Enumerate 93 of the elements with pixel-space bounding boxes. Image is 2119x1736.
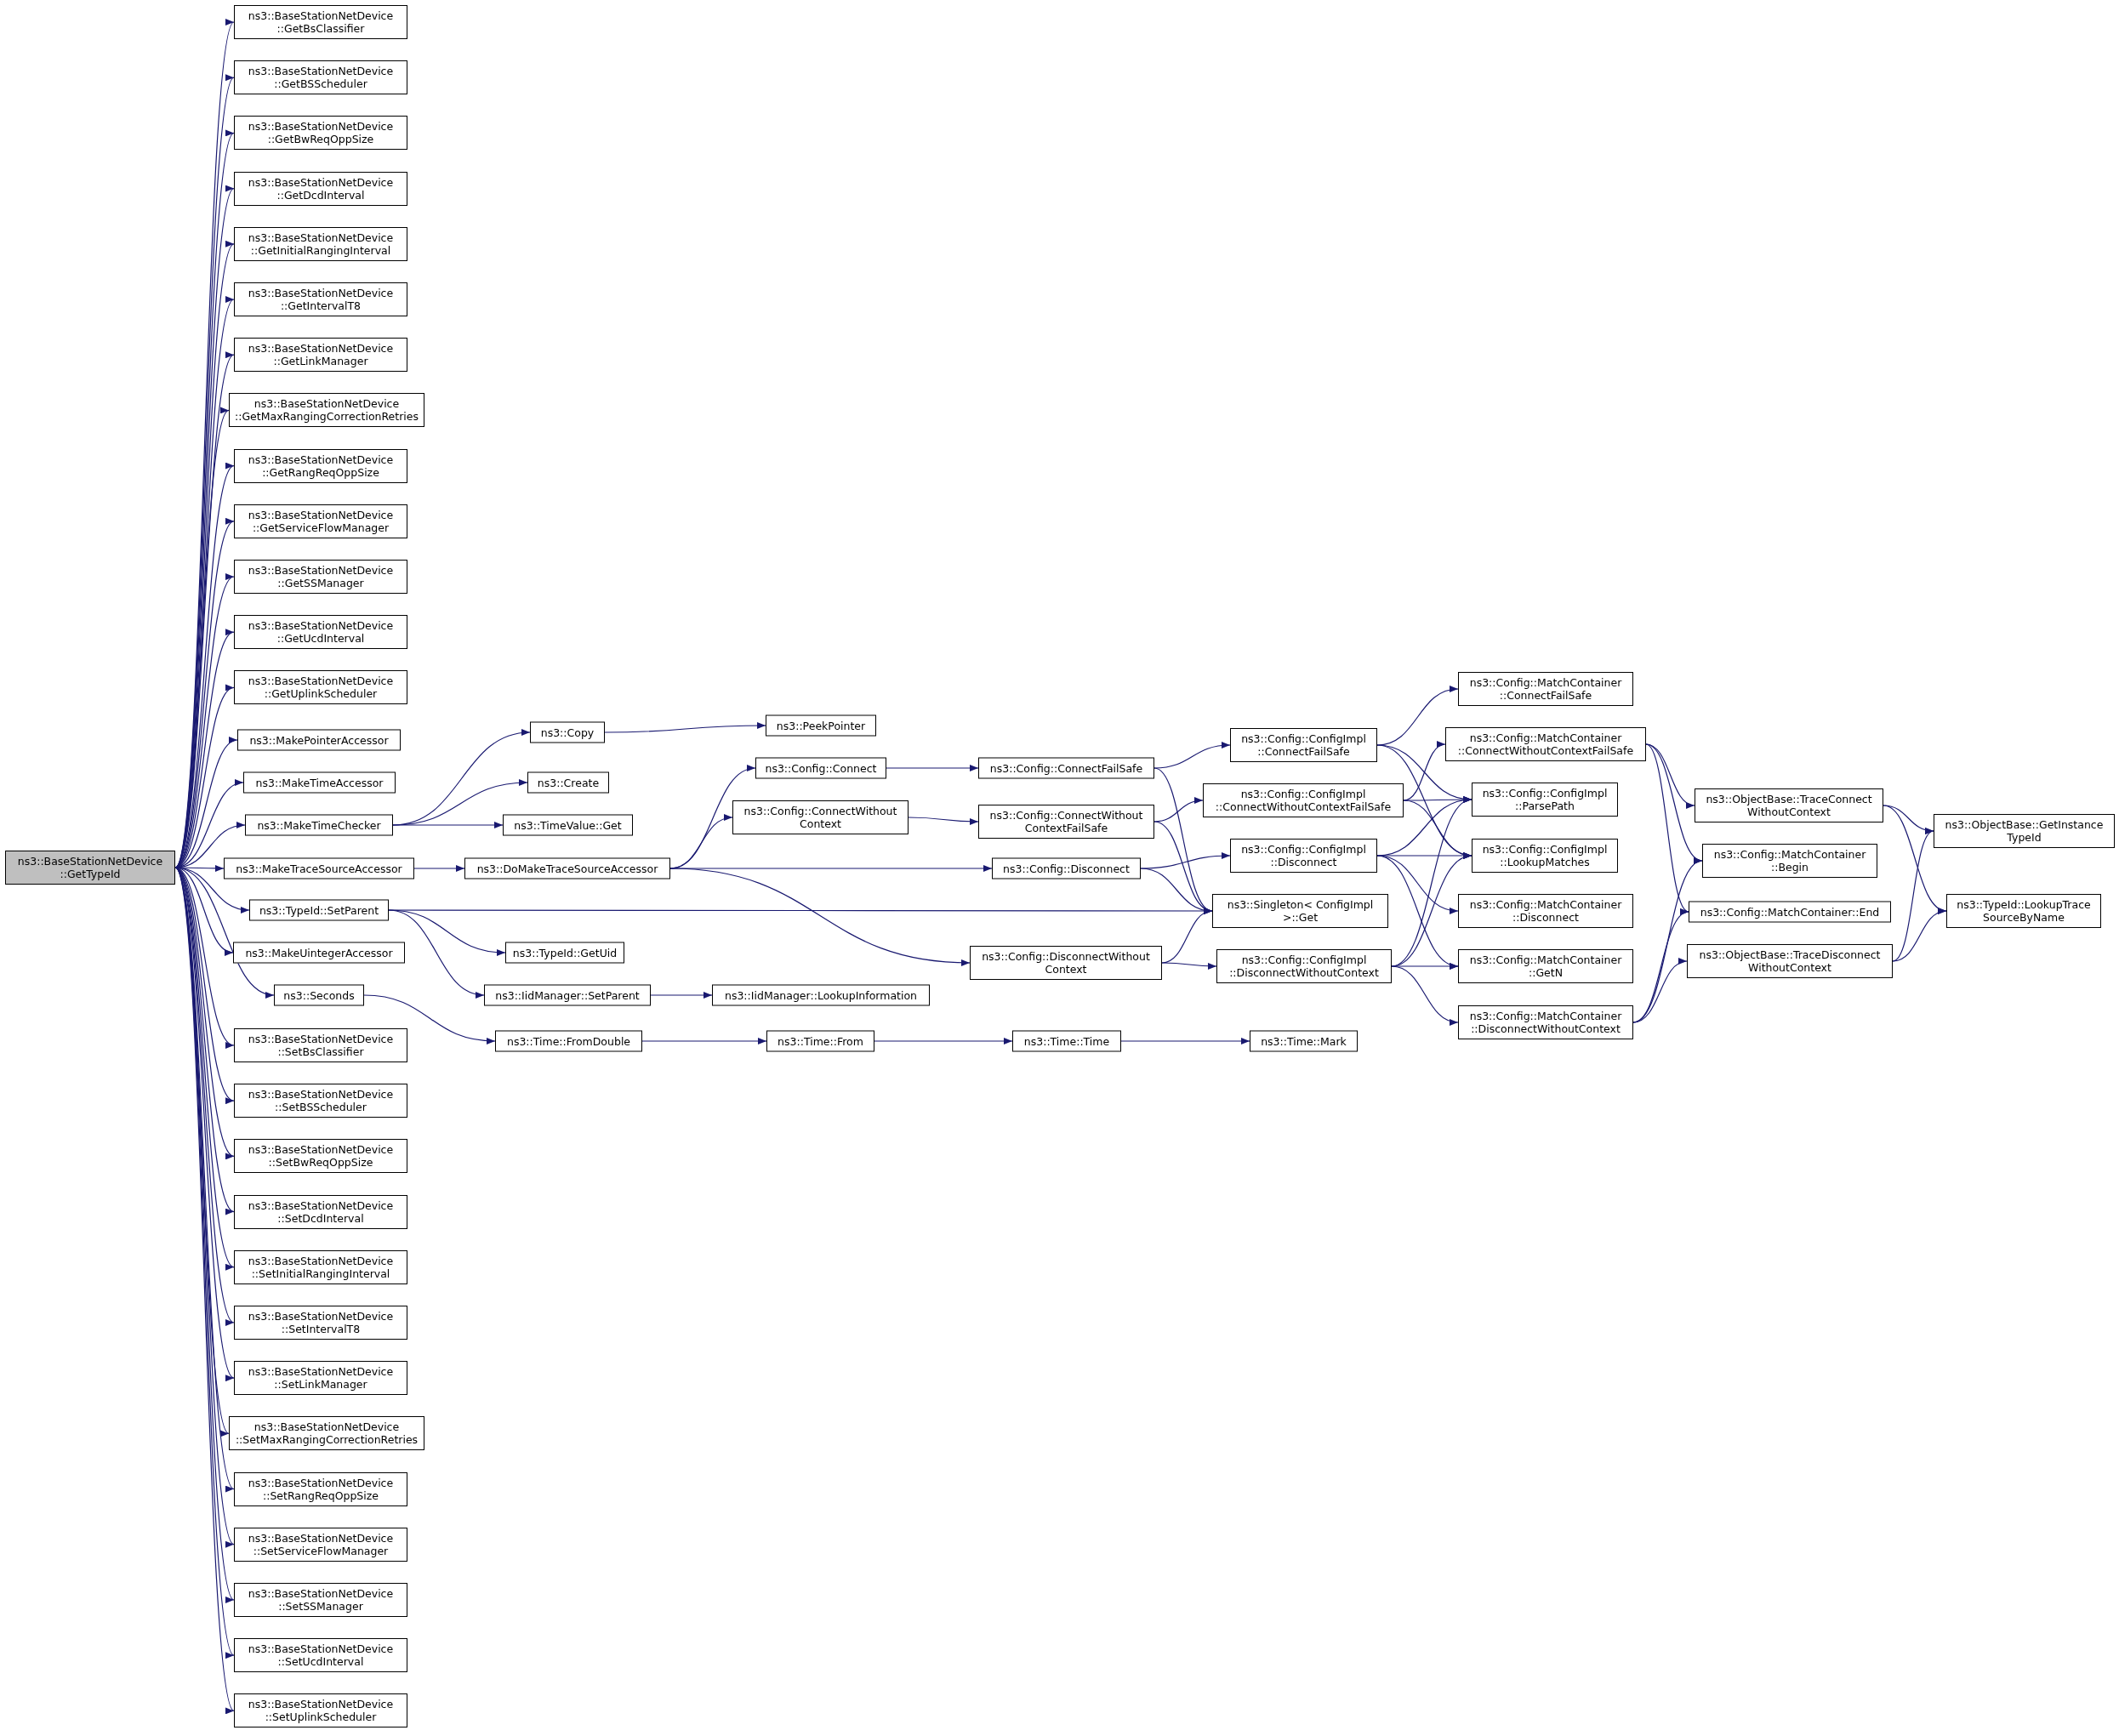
call-arrow — [1120, 1038, 1250, 1044]
call-arrow — [1153, 797, 1204, 822]
function-box: ns3::BaseStationNetDevice ::GetRangReqOppSize — [234, 448, 407, 483]
call-arrow — [1153, 742, 1231, 769]
call-arrow — [1140, 852, 1231, 869]
function-box: ns3::BaseStationNetDevice ::GetTypeId — [5, 851, 175, 885]
function-box: ns3::BaseStationNetDevice ::GetSSManager — [234, 560, 407, 594]
function-box: ns3::Copy — [530, 721, 605, 743]
function-box: ns3::Config::DisconnectWithout Context — [970, 946, 1162, 980]
function-box: ns3::Time::Time — [1012, 1030, 1121, 1052]
function-box: ns3::Config::ConfigImpl ::DisconnectWithoutContext — [1216, 949, 1392, 983]
function-box: ns3::Time::From — [766, 1030, 874, 1052]
function-box: ns3::IidManager::SetParent — [484, 984, 651, 1006]
function-box: ns3::Config::Disconnect — [992, 857, 1141, 879]
function-box: ns3::Time::Mark — [1250, 1030, 1358, 1052]
function-box: ns3::BaseStationNetDevice ::SetSSManager — [234, 1583, 407, 1617]
function-box: ns3::Config::ConfigImpl ::LookupMatches — [1472, 839, 1618, 873]
function-box: ns3::BaseStationNetDevice ::GetMaxRangingCorrectionRetries — [229, 393, 424, 428]
function-box: ns3::MakePointerAccessor — [237, 729, 401, 751]
function-box: ns3::Singleton< ConfigImpl >::Get — [1212, 894, 1388, 928]
function-box: ns3::Config::ConfigImpl ::ParsePath — [1472, 783, 1618, 817]
function-box: ns3::Config::MatchContainer ::Disconnect — [1458, 894, 1633, 928]
function-box: ns3::Config::MatchContainer ::ConnectFailSafe — [1458, 672, 1633, 706]
function-box: ns3::MakeUintegerAccessor — [233, 942, 405, 964]
call-arrow — [1892, 908, 1947, 962]
function-box: ns3::BaseStationNetDevice ::SetLinkManager — [234, 1361, 407, 1396]
call-arrow — [388, 909, 485, 998]
function-box: ns3::BaseStationNetDevice ::SetUcdInterval — [234, 1638, 407, 1673]
function-box: ns3::BaseStationNetDevice ::SetRangReqOppSize — [234, 1471, 407, 1506]
function-box: ns3::Config::ConfigImpl ::ConnectFailSafe — [1230, 728, 1377, 762]
function-box: ns3::Config::ConfigImpl ::Disconnect — [1230, 839, 1377, 873]
function-box: ns3::BaseStationNetDevice ::GetUcdInterval — [234, 615, 407, 650]
function-box: ns3::Seconds — [274, 984, 364, 1006]
function-box: ns3::Config::MatchContainer ::DisconnectWithoutContext — [1458, 1005, 1633, 1039]
function-box: ns3::Config::MatchContainer ::GetN — [1458, 949, 1633, 983]
function-box: ns3::BaseStationNetDevice ::SetServiceFlowManager — [234, 1527, 407, 1562]
function-box: ns3::Create — [527, 771, 609, 794]
function-box: ns3::DoMakeTraceSourceAccessor — [464, 857, 670, 879]
call-arrow — [392, 822, 504, 828]
function-box: ns3::Config::ConnectWithout Context — [732, 800, 909, 834]
call-arrow — [669, 868, 971, 966]
function-box: ns3::IidManager::LookupInformation — [712, 984, 930, 1006]
function-box: ns3::BaseStationNetDevice ::GetBSScheduler — [234, 60, 407, 95]
call-arrow — [650, 992, 713, 999]
call-arrow — [388, 909, 506, 956]
function-box: ns3::BaseStationNetDevice ::SetUplinkScheduler — [234, 1693, 407, 1728]
function-box: ns3::MakeTimeAccessor — [243, 771, 396, 794]
function-box: ns3::BaseStationNetDevice ::SetMaxRangingCorrectionRetries — [229, 1416, 424, 1451]
call-arrow — [363, 994, 496, 1044]
function-box: ns3::TypeId::GetUid — [505, 942, 624, 964]
function-box: ns3::BaseStationNetDevice ::GetLinkManager — [234, 338, 407, 373]
call-arrow — [604, 722, 766, 733]
function-box: ns3::BaseStationNetDevice ::GetServiceFlowManager — [234, 504, 407, 538]
function-box: ns3::BaseStationNetDevice ::GetIntervalT8 — [234, 282, 407, 316]
call-arrow — [908, 817, 979, 825]
function-box: ns3::BaseStationNetDevice ::SetBsClassifier — [234, 1028, 407, 1062]
function-box: ns3::Config::MatchContainer ::Begin — [1702, 844, 1877, 878]
call-arrow — [1632, 959, 1688, 1023]
call-arrow — [413, 865, 465, 872]
function-box: ns3::Time::FromDouble — [495, 1030, 642, 1052]
function-box: ns3::MakeTraceSourceAccessor — [224, 857, 414, 879]
function-box: ns3::Config::MatchContainer::End — [1689, 901, 1891, 923]
function-box: ns3::MakeTimeChecker — [245, 814, 393, 836]
function-box: ns3::BaseStationNetDevice ::GetDcdInterval — [234, 171, 407, 206]
call-arrow — [886, 765, 979, 771]
call-arrow — [1391, 963, 1459, 970]
function-box: ns3::BaseStationNetDevice ::SetBwReqOppSize — [234, 1139, 407, 1174]
function-box: ns3::PeekPointer — [766, 714, 876, 737]
call-arrow — [1391, 965, 1459, 1025]
function-box: ns3::Config::MatchContainer ::ConnectWithoutContextFailSafe — [1445, 727, 1646, 761]
function-box: ns3::Config::Connect — [755, 757, 886, 779]
function-box: ns3::BaseStationNetDevice ::GetInitialRangingInterval — [234, 226, 407, 261]
call-arrow — [1376, 686, 1459, 746]
function-box: ns3::BaseStationNetDevice ::GetBsClassifier — [234, 5, 407, 39]
function-box: ns3::BaseStationNetDevice ::SetIntervalT8 — [234, 1306, 407, 1340]
call-arrow — [1645, 743, 1689, 913]
function-box: ns3::BaseStationNetDevice ::SetInitialRangingInterval — [234, 1249, 407, 1284]
function-box: ns3::BaseStationNetDevice ::SetDcdInterval — [234, 1194, 407, 1229]
call-arrow — [874, 1038, 1013, 1044]
function-box: ns3::Config::ConnectWithout ContextFailSafe — [978, 805, 1154, 839]
function-box: ns3::TypeId::LookupTrace SourceByName — [1946, 894, 2101, 928]
function-box: ns3::TypeId::SetParent — [249, 899, 389, 921]
function-box: ns3::ObjectBase::TraceConnect WithoutContext — [1695, 788, 1883, 822]
function-box: ns3::TimeValue::Get — [503, 814, 633, 836]
function-box: ns3::Config::ConfigImpl ::ConnectWithoutContextFailSafe — [1203, 783, 1404, 817]
call-arrow — [641, 1038, 767, 1044]
function-box: ns3::BaseStationNetDevice ::GetBwReqOppSize — [234, 116, 407, 151]
function-box: ns3::ObjectBase::TraceDisconnect WithoutContext — [1687, 944, 1893, 978]
function-box: ns3::Config::ConnectFailSafe — [978, 757, 1154, 779]
call-arrow — [1161, 962, 1217, 970]
function-box: ns3::ObjectBase::GetInstance TypeId — [1934, 814, 2115, 848]
function-box: ns3::BaseStationNetDevice ::GetUplinkScheduler — [234, 670, 407, 705]
function-box: ns3::BaseStationNetDevice ::SetBSScheduler — [234, 1084, 407, 1118]
